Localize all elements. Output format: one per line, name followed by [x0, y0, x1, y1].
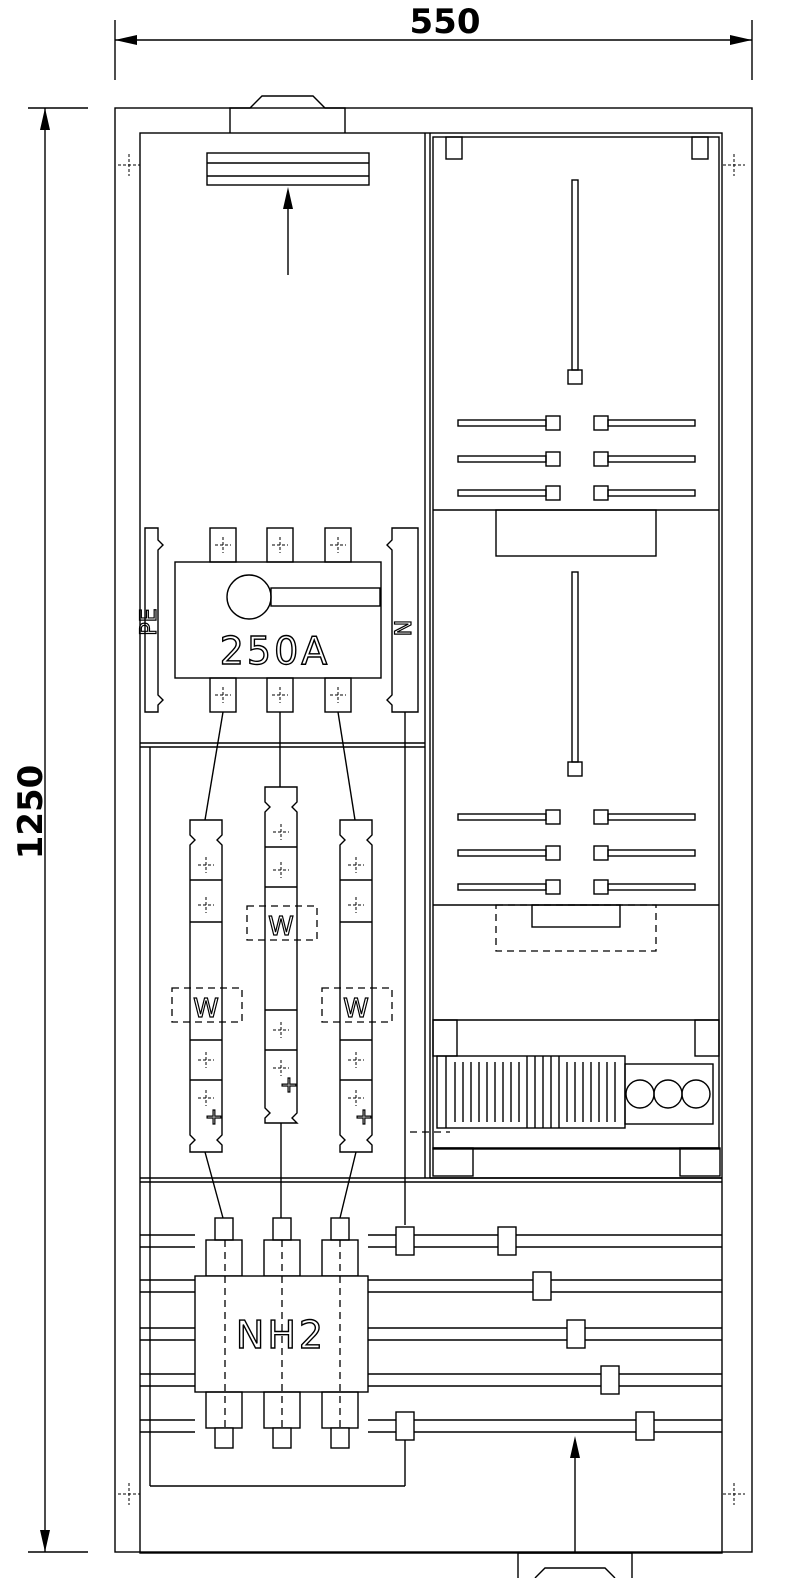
height-dimension-label: 1250: [11, 765, 51, 860]
pe-rail: PE: [136, 527, 164, 713]
arrow-up-icon-bottom: [570, 1436, 580, 1553]
meter-terminals-1: [457, 415, 696, 501]
current-transformer-l3: W +: [321, 819, 393, 1153]
terminal-block: [410, 1019, 721, 1177]
height-dimension: 1250: [11, 107, 88, 1553]
w-label-l1: W: [193, 994, 219, 1024]
connection-compartment: [140, 747, 722, 1487]
meter-compartment: [429, 133, 722, 1179]
meter-cover-1: [495, 509, 657, 557]
main-switch: 250A: [174, 527, 382, 713]
switch-bottom-terminals: [209, 677, 352, 713]
label-strip: [206, 152, 370, 186]
width-dimension: 550: [114, 2, 753, 80]
measurement-box-l3: [321, 987, 393, 1023]
busbars: [140, 1226, 722, 1441]
rotary-handle: [226, 574, 381, 620]
meter-mount-1: [457, 179, 696, 557]
current-transformer-l2: W +: [246, 786, 318, 1124]
n-rail: N: [386, 527, 419, 1225]
meter-cover-2: [495, 904, 657, 952]
switch-top-terminals: [209, 527, 352, 563]
measurement-box-l1: [171, 987, 243, 1023]
n-label: N: [392, 620, 417, 636]
nh2-label: NH2: [236, 1313, 326, 1357]
meter-mount-2: [457, 571, 696, 952]
nh2-fuse-base: NH2: [194, 1217, 369, 1449]
width-dimension-label: 550: [410, 2, 481, 42]
arrow-up-icon: [283, 187, 293, 275]
plus-sign-l1: +: [205, 1105, 223, 1130]
left-upper-compartment: [140, 133, 426, 1178]
w-label-l2: W: [268, 912, 294, 942]
transformer-wires: [204, 1123, 357, 1219]
enclosure: [114, 95, 753, 1578]
pe-label: PE: [137, 608, 162, 635]
switch-wires: [204, 711, 356, 821]
w-label-l3: W: [343, 994, 369, 1024]
plus-sign-l2: +: [280, 1073, 298, 1098]
switch-rating: 250A: [220, 629, 331, 673]
plus-sign-l3: +: [355, 1105, 373, 1130]
current-transformer-l1: W +: [171, 819, 243, 1153]
mounting-marks: [118, 154, 745, 1505]
measurement-box-l2: [246, 905, 318, 941]
meter-terminals-2: [457, 809, 696, 895]
